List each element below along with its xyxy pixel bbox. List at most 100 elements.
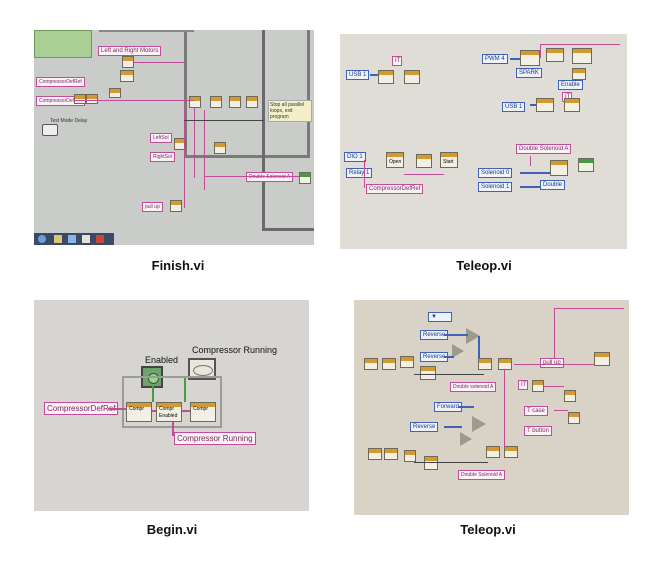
teleop-vi-photo-1: USB 1 IT PWM 4 SPARK Enable IT USB 1 DIO… [340,34,627,249]
wire [530,156,532,166]
solenoid1-tag: Solenoid 1 [478,182,513,192]
t-case-tag: T case [524,406,548,416]
finish-block-12 [170,200,182,212]
compressor-block-3-label: Compr [193,406,209,412]
wire [504,370,506,448]
wire [414,374,484,375]
finish-block-5 [86,94,98,104]
wire [152,410,156,412]
t2-block-5 [478,358,492,370]
finish-block-10 [174,138,186,150]
t1-block-8 [564,98,580,112]
wire [540,44,542,58]
wire [194,108,196,178]
teleop2-tag-top: ▼ [428,312,452,322]
compressor-block-1: Compr [126,402,152,422]
spark-tag: SPARK [516,68,542,78]
pink-tag: IT [518,380,528,390]
compressor-block-3: Compr [190,402,216,422]
enable-tag: Enable [558,80,583,90]
select-triangle-3 [472,416,486,432]
wire [204,176,299,178]
t2-block-15 [486,446,500,458]
timer-icon [42,124,58,136]
t1-block-6 [572,68,586,80]
wire [414,462,488,463]
finish-block-1 [122,56,134,68]
finish-vi-photo: Left and Right Motors CompressorDefRef C… [34,30,314,245]
wire [204,110,206,190]
wire [554,308,624,310]
t1-block-10 [550,160,568,176]
open-label: Open [389,159,402,165]
wire [510,58,520,60]
caption-finish: Finish.vi [151,258,205,273]
reverse-tag-c: Reverse [410,422,439,432]
wire [554,410,568,412]
t-button-tag: T button [524,426,552,436]
dio1-tag: DIO 1 [344,152,366,162]
wire [184,108,186,208]
t2-block-6 [498,358,512,370]
t1-block-9 [416,154,432,168]
wire [184,378,186,402]
t2-block-13 [404,450,416,462]
t2-block-2 [382,358,396,370]
t2-block-3 [400,356,414,368]
finish-block-2 [120,70,134,82]
t2-block-1 [364,358,378,370]
wire [152,386,154,402]
caption-begin: Begin.vi [146,522,198,537]
test-mode-delay-label: Test Mode Delay [50,118,88,124]
wire [370,74,378,76]
wire [458,406,474,408]
stop-note: Stop all parallel loops, exit program [268,100,312,122]
finish-block-8 [229,96,241,108]
finish-block-7 [210,96,222,108]
taskbar [34,233,114,245]
wire [364,160,366,188]
left-sol-tag: LeftSol [150,133,172,143]
caption-teleop-2: Teleop.vi [460,522,516,537]
wire [520,172,550,174]
finish-block-6 [189,96,201,108]
wire [184,120,264,121]
loop-frame-outer [184,30,310,158]
finish-block-4 [74,94,86,104]
teleop-vi-photo-2: Reverse Reverse ▼ Double solenoid A pull… [354,300,629,515]
finish-block-11 [214,142,226,154]
running-label: Compressor Running [192,345,278,355]
finish-block-13 [299,172,311,184]
t1-open-block: Open [386,152,404,168]
wire [514,364,594,366]
compressor-block-2-label: Compr [159,406,175,412]
solenoid0-tag: Solenoid 0 [478,168,513,178]
relay1-tag: Relay 1 [346,168,373,178]
t2-block-14 [424,456,438,470]
double-solenoid-a-tag: Double Solenoid A [516,144,572,154]
finish-block-9 [246,96,258,108]
t1-block-11 [578,158,594,172]
double-tag: Double [540,180,566,190]
pwm4-tag: PWM 4 [482,54,508,64]
wire [134,62,184,64]
t1-block-5 [572,48,592,64]
t2-block-16 [504,446,518,458]
wire [404,174,444,176]
t1-block-2 [404,70,420,84]
wire [172,422,174,436]
t2-block-10 [568,412,580,424]
t2-block-7 [594,352,610,366]
finish-block-3 [109,88,121,98]
t1-block-7 [536,98,554,112]
compressor-defref-tag: CompressorDefRef [36,77,85,87]
t2-block-9 [564,390,576,402]
loop-frame-inner [262,30,314,231]
enabled-label: Enabled [145,355,179,365]
green-comment [34,30,92,58]
t2-block-4 [420,366,436,380]
compressor-defref-tag: CompressorDefRef [366,184,424,194]
wire [182,410,190,412]
usb1-tag-b: USB 1 [502,102,526,112]
compressor-running-indicator: Compressor Running [174,432,256,445]
